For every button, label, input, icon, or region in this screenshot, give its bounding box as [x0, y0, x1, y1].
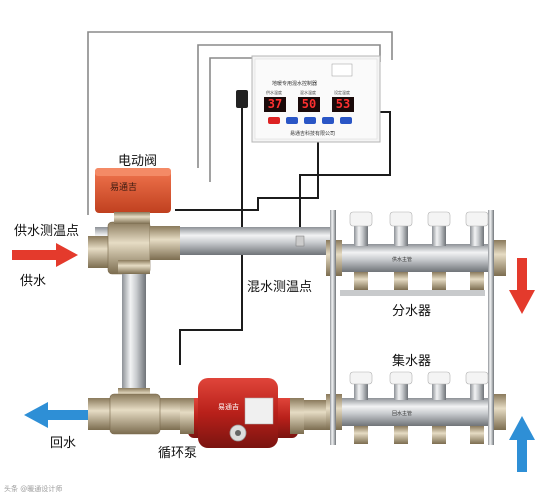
pump-brand: 易通吉 [218, 403, 239, 411]
distributor-valves [349, 211, 489, 246]
supply-label: 供水 [20, 274, 47, 289]
collector-valves [349, 371, 489, 400]
circulation-pump [180, 378, 304, 448]
display-caption-3: 设定温度 [334, 90, 350, 95]
controller-footer: 易通吉科技有限公司 [290, 131, 336, 137]
valve-brand: 易通吉 [110, 183, 138, 193]
return-arrow-icon [24, 402, 88, 428]
bypass-pipe [122, 265, 146, 400]
mix-temp-display: 50 [298, 97, 320, 112]
watermark: 头条 @暖通设计师 [4, 485, 63, 493]
collector-label: 集水器 [392, 354, 432, 369]
distributor-label: 分水器 [392, 304, 432, 319]
controller-button-4[interactable] [340, 117, 352, 124]
controller-button-1[interactable] [286, 117, 298, 124]
electric-valve [95, 168, 171, 224]
manifold-top-text: 供水主管 [392, 257, 413, 263]
supply-arrow-icon [12, 243, 78, 267]
up-arrow-icon [509, 416, 535, 472]
set-temp-display: 53 [332, 97, 354, 112]
controller-button-red[interactable] [268, 117, 280, 124]
display-caption-1: 供水温度 [266, 90, 282, 95]
mix-temp-point-label: 混水测温点 [247, 280, 313, 295]
supply-temp-display: 37 [264, 97, 286, 112]
down-arrow-icon [509, 258, 535, 314]
display-caption-2: 混水温度 [300, 90, 316, 95]
distributor-outlets [354, 272, 484, 290]
controller-button-3[interactable] [322, 117, 334, 124]
pump-label: 循环泵 [158, 446, 198, 461]
wiring [87, 31, 393, 215]
return-label: 回水 [50, 436, 77, 451]
controller-title: 地暖专用混水控制器 [272, 81, 318, 87]
supply-temp-point-label: 供水测温点 [14, 224, 80, 239]
controller-button-2[interactable] [304, 117, 316, 124]
valve-label: 电动阀 [118, 154, 158, 169]
power-plug [236, 90, 248, 108]
manifold-bottom-text: 回水主管 [392, 411, 413, 417]
collector-outlets [354, 426, 484, 444]
